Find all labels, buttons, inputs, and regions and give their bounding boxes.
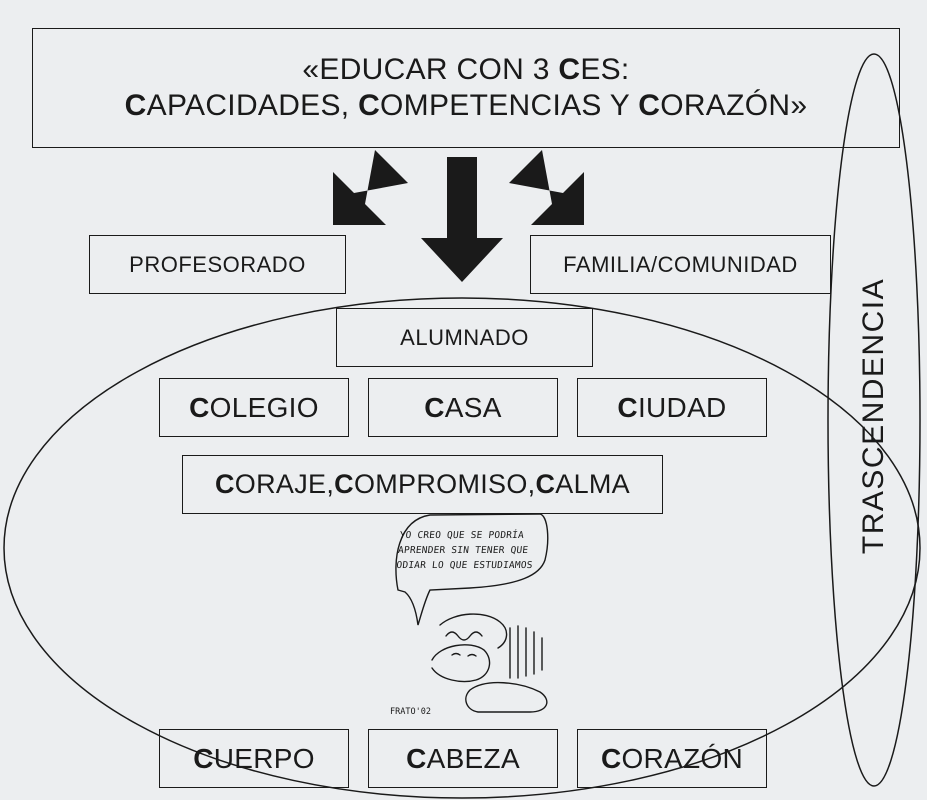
corazon-initial: C: [600, 742, 622, 774]
cartoon-drawing: [395, 513, 549, 713]
familia-box: FAMILIA/COMUNIDAD: [530, 235, 831, 294]
cartoon-line: YO CREO QUE SE PODRÍA: [398, 530, 525, 541]
title-initial: C: [124, 89, 147, 122]
familia-label: FAMILIA/COMUNIDAD: [563, 251, 798, 277]
trascendencia-label: TRASCENDENCIA: [857, 277, 890, 555]
title-text: OMPETENCIAS Y: [380, 89, 639, 122]
arrow-down-right: [509, 150, 584, 225]
title-line-2: CAPACIDADES, COMPETENCIAS Y CORAZÓN»: [125, 88, 808, 124]
casa-label: ASA: [444, 391, 502, 423]
title-line-1: «EDUCAR CON 3 CES:: [302, 52, 629, 88]
ciudad-label: IUDAD: [637, 391, 727, 423]
cuerpo-label: UERPO: [213, 742, 315, 774]
corazon-label: ORAZÓN: [621, 742, 744, 774]
casa-initial: C: [424, 391, 445, 423]
title-box: «EDUCAR CON 3 CES: CAPACIDADES, COMPETEN…: [32, 28, 900, 148]
cartoon-line: ODIAR LO QUE ESTUDIAMOS: [395, 560, 534, 571]
values-text: ORAJE,: [234, 469, 335, 499]
cabeza-initial: C: [406, 742, 427, 774]
title-initial: C: [638, 89, 661, 122]
profesorado-box: PROFESORADO: [89, 235, 346, 294]
values-initial: C: [535, 469, 556, 499]
cabeza-label: ABEZA: [426, 742, 520, 774]
alumnado-box: ALUMNADO: [336, 308, 593, 367]
values-initial: C: [214, 469, 235, 499]
cartoon-line: APRENDER SIN TENER QUE: [397, 545, 529, 556]
arrow-down-left: [333, 150, 408, 225]
cartoon-signature: FRATO'02: [390, 707, 431, 717]
alumnado-label: ALUMNADO: [400, 324, 529, 350]
arrow-down: [421, 157, 503, 282]
cuerpo-initial: C: [193, 742, 214, 774]
values-text: ALMA: [555, 469, 630, 499]
ciudad-initial: C: [617, 391, 638, 423]
student-ellipse: [3, 297, 921, 799]
colegio-label: OLEGIO: [209, 391, 319, 423]
profesorado-label: PROFESORADO: [129, 251, 306, 277]
title-text: ES:: [580, 53, 630, 86]
title-initial: C: [358, 89, 381, 122]
transcendence-ellipse: [827, 53, 921, 787]
values-text: OMPROMISO,: [353, 469, 536, 499]
title-initial: C: [558, 53, 581, 86]
title-text: APACIDADES,: [146, 89, 359, 122]
colegio-initial: C: [189, 391, 210, 423]
cartoon-speech: YO CREO QUE SE PODRÍA APRENDER SIN TENER…: [396, 528, 537, 573]
values-initial: C: [334, 469, 354, 499]
title-text: «EDUCAR CON 3: [302, 53, 559, 86]
title-text: ORAZÓN»: [660, 89, 808, 122]
